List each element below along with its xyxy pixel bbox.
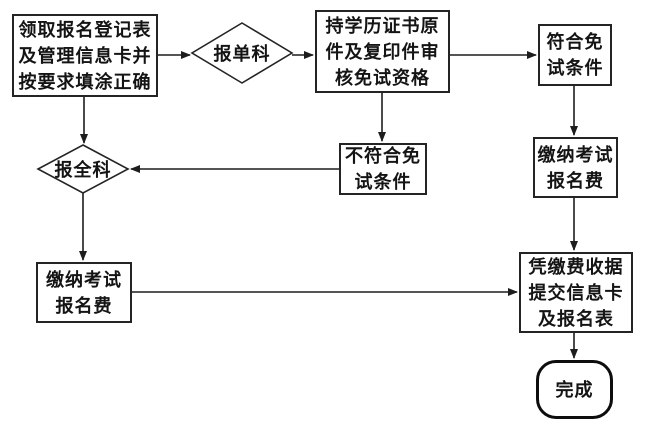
node-review-exemption: 持学历证书原 件及复印件审 核免试资格 [315,10,450,93]
node-start: 领取报名登记表 及管理信息卡并 按要求填涂正确 [12,14,158,97]
diamond-all-subjects [36,144,130,194]
node-submit-forms: 凭缴费收据 提交信息卡 及报名表 [519,252,633,333]
node-done: 完成 [536,360,613,419]
node-qualified: 符合免 试条件 [538,24,612,86]
node-single-subject-label: 报单科 [213,44,271,64]
node-pay-fee-left: 缴纳考试 报名费 [36,262,132,323]
node-pay-fee-right: 缴纳考试 报名费 [533,137,618,198]
node-all-subjects-label: 报全科 [54,160,112,180]
node-not-qualified: 不符合免 试条件 [339,143,427,195]
diamond-single-subject [190,22,294,84]
